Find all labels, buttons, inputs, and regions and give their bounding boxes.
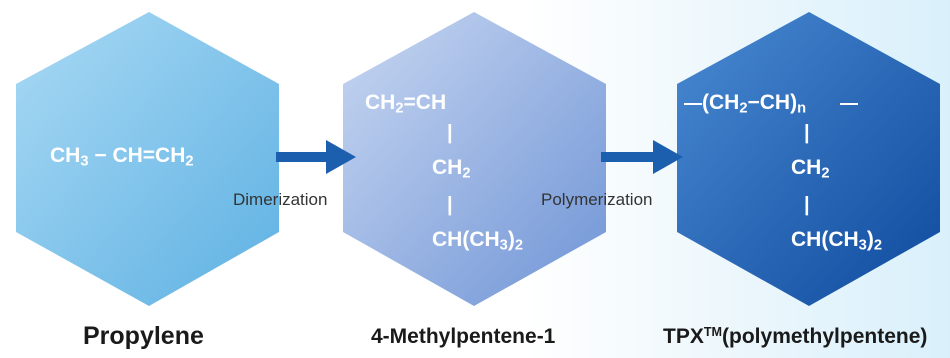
- propylene-hexagon: [16, 12, 279, 306]
- polymerization-label: Polymerization: [541, 190, 653, 209]
- tpx-hexagon: [677, 12, 940, 306]
- methylpentene-formula-line-1: CH2=CH: [365, 91, 447, 117]
- dimerization-arrow: [276, 140, 356, 174]
- methylpentene-hexagon: [343, 12, 606, 306]
- polymerization-arrow: [601, 140, 683, 174]
- tpx-formula-line-3: CH(CH3)2: [791, 228, 882, 254]
- tpx-formula-line-2: CH2: [791, 156, 830, 182]
- methylpentene-caption: 4-Methylpentene-1: [371, 325, 556, 348]
- tpx-caption: TPXTM(polymethylpentene): [663, 325, 928, 348]
- propylene-caption: Propylene: [83, 322, 204, 350]
- tpx-bond-2: |: [804, 194, 810, 216]
- tpx-formula-line-1: (CH2−CH)n: [702, 91, 807, 117]
- propylene-formula: CH3 − CH=CH2: [50, 144, 194, 170]
- methylpentene-formula-line-2: CH2: [432, 156, 471, 182]
- methylpentene-bond-2: |: [447, 194, 453, 216]
- dimerization-label: Dimerization: [233, 190, 328, 209]
- tpx-bond-1: |: [804, 122, 810, 144]
- methylpentene-bond-1: |: [447, 122, 453, 144]
- methylpentene-formula-line-3: CH(CH3)2: [432, 228, 523, 254]
